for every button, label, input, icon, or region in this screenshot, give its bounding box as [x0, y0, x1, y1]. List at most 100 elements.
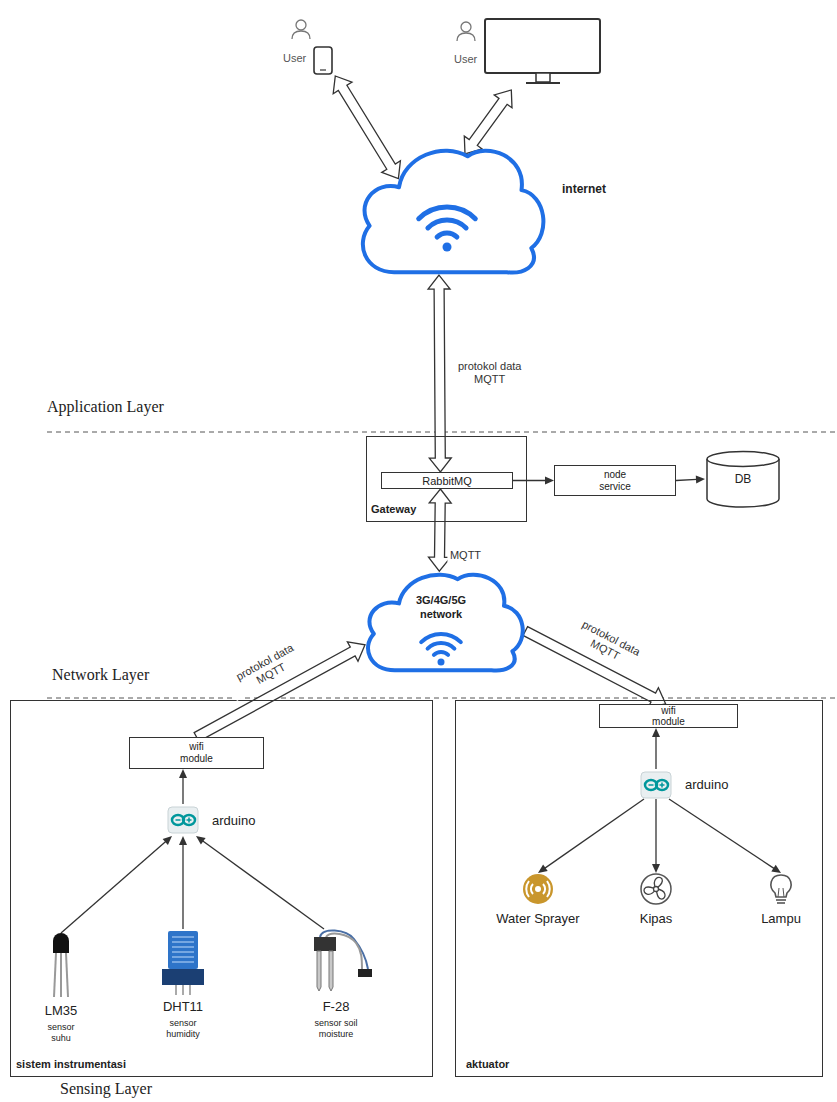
- cloud-shape-part: [443, 243, 452, 252]
- humidity-sensor-icon-part: [189, 985, 191, 995]
- cloud-shape: [348, 135, 628, 280]
- cloud-shape-part: [428, 643, 455, 649]
- humidity-sensor-icon-part: [175, 985, 177, 995]
- cloud-shape-part: [428, 220, 466, 228]
- node-text: Kipas: [640, 911, 673, 926]
- connector-line: [545, 799, 644, 868]
- fan-icon-part: [641, 874, 671, 904]
- cloud-shape-part: [434, 652, 448, 655]
- fan-icon: [631, 873, 681, 939]
- humidity-sensor-icon-part: [182, 985, 184, 995]
- sprayer-icon-part: [547, 881, 550, 897]
- layer-label: Application Layer: [47, 398, 164, 415]
- cloud-shape-part: [437, 233, 457, 237]
- node-text: sensor suhu: [43, 1022, 79, 1044]
- node-text: User: [454, 53, 477, 65]
- monitor-icon-part: [526, 82, 560, 84]
- connector-arrow: [61, 836, 172, 933]
- sprayer-icon-part: [543, 884, 545, 894]
- soil-sensor-icon-part: [314, 937, 336, 951]
- arrow-head: [652, 864, 660, 873]
- connector-line: [182, 777, 183, 804]
- bulb-icon-part: [778, 888, 784, 897]
- bulb-icon-part: [776, 899, 786, 901]
- temperature-sensor-icon-part: [54, 953, 56, 997]
- module-box: wifi module: [599, 704, 738, 728]
- monitor-icon-part: [457, 33, 475, 41]
- monitor-icon-part: [485, 19, 600, 73]
- connector-arrow: [652, 799, 660, 873]
- arduino-icon-part: [188, 818, 190, 823]
- node-text: Lampu: [761, 911, 801, 926]
- sprayer-icon: [488, 873, 588, 939]
- node-text: node service: [590, 469, 640, 493]
- humidity-sensor-icon-part: [162, 969, 204, 985]
- connector-line: [655, 799, 656, 865]
- node-text: User: [283, 52, 306, 64]
- humidity-sensor-icon-part: [172, 941, 194, 943]
- humidity-sensor-icon-part: [172, 961, 194, 963]
- node-text: DB: [735, 472, 752, 486]
- node-text: sistem instrumentasi: [16, 1058, 126, 1070]
- bulb-icon-part: [777, 902, 785, 904]
- phone-icon-part: [296, 20, 306, 30]
- node-text: 3G/4G/5G network: [395, 593, 487, 621]
- node-text: internet: [562, 182, 606, 196]
- temperature-sensor-icon-part: [60, 953, 62, 997]
- database-node: DB: [705, 450, 781, 508]
- connector-arrow: [179, 769, 187, 804]
- connector-line: [655, 736, 656, 769]
- connector-arrow: [669, 799, 781, 873]
- sensor-node: LM35sensor suhu: [31, 933, 91, 1048]
- connector-arrow: [513, 477, 554, 485]
- arrow-head: [179, 769, 187, 778]
- sprayer-icon-part: [531, 884, 533, 894]
- connector-arrow: [179, 836, 187, 929]
- arrow-head: [652, 728, 660, 737]
- soil-sensor-icon-part: [317, 951, 321, 991]
- group-box: aktuatorwifi modulearduinoWater SprayerK…: [455, 700, 823, 1077]
- connector-arrow: [652, 728, 660, 769]
- node-text: Gateway: [371, 503, 416, 515]
- node-text: F-28: [323, 999, 350, 1014]
- node-text: wifi module: [649, 705, 689, 727]
- sensor-node: F-28sensor soil moisture: [296, 929, 376, 1048]
- microcontroller: arduino: [639, 769, 739, 799]
- connector-line: [182, 844, 183, 929]
- arduino-icon-part: [168, 807, 198, 833]
- arrow-head: [163, 836, 172, 845]
- cloud-shape-part: [421, 634, 461, 642]
- soil-sensor-icon-part: [329, 951, 333, 991]
- sprayer-icon-part: [535, 886, 541, 892]
- phone-icon: [283, 18, 338, 76]
- arrow-head: [771, 865, 781, 873]
- bulb-icon-part: [771, 875, 791, 897]
- actuator-node: Kipas: [631, 873, 681, 939]
- arrow-head: [696, 476, 705, 484]
- sprayer-icon-part: [523, 874, 553, 904]
- edge-label: MQTT: [447, 548, 484, 563]
- phone-icon-part: [292, 31, 310, 39]
- edge-label: protokol data MQTT: [447, 359, 533, 387]
- broker-box: RabbitMQ: [381, 472, 513, 489]
- arduino-icon-part: [649, 784, 654, 786]
- node-text: arduino: [212, 813, 255, 828]
- node-text: DHT11: [163, 999, 203, 1014]
- module-box: wifi module: [129, 737, 264, 769]
- temperature-sensor-icon-part: [53, 933, 69, 953]
- internet-cloud: internet: [348, 135, 628, 280]
- arduino-icon-part: [641, 772, 671, 798]
- node-text: wifi module: [175, 741, 219, 765]
- cloud-shape-part: [368, 575, 523, 671]
- gateway-box: Gateway RabbitMQ: [366, 436, 527, 522]
- arduino-icon-part: [661, 783, 663, 788]
- sensor-node: DHT11sensor humidity: [148, 929, 218, 1048]
- node-text: arduino: [685, 777, 728, 792]
- connector-arrow: [538, 799, 644, 873]
- connector-line: [676, 479, 697, 480]
- connector-arrow: [196, 836, 324, 929]
- actuator-node: Lampu: [756, 873, 806, 939]
- connector-line: [513, 480, 546, 481]
